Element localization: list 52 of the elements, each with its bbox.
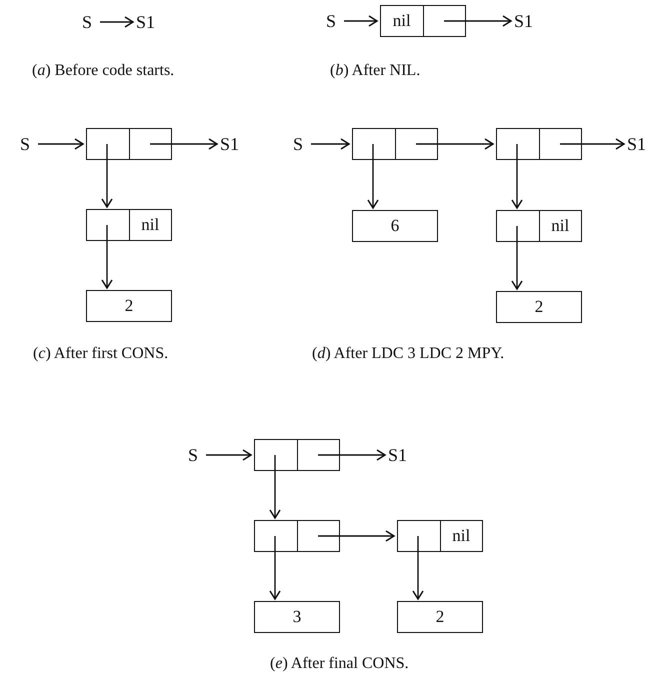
pointer-arrow <box>101 225 113 289</box>
pointer-arrow <box>511 226 523 290</box>
variable-label: S <box>188 439 198 471</box>
cell-value-text: nil <box>141 215 160 235</box>
cell-value-text: nil <box>551 216 570 236</box>
value-box: 2 <box>86 290 172 322</box>
cons-cell <box>496 210 582 242</box>
figure-caption: (b) After NIL. <box>330 62 420 80</box>
cons-cell <box>397 520 483 552</box>
pointer-arrow <box>38 138 84 150</box>
pointer-arrow <box>311 138 350 150</box>
variable-label: S1 <box>220 128 240 160</box>
value-box: 6 <box>352 210 438 242</box>
pointer-arrow <box>206 449 252 461</box>
pointer-arrow <box>560 138 625 150</box>
cons-cell <box>352 128 438 160</box>
variable-label: S1 <box>136 6 156 38</box>
cons-cell <box>380 5 466 37</box>
variable-label: S <box>293 128 304 160</box>
pointer-arrow <box>444 15 512 27</box>
cons-cell <box>254 439 340 471</box>
variable-label: S1 <box>388 439 408 471</box>
figure-caption: (e) After final CONS. <box>270 655 409 673</box>
figure-caption: (a) Before code starts. <box>32 62 174 80</box>
pointer-arrow <box>344 15 378 27</box>
pointer-arrow <box>511 144 523 209</box>
cons-cell <box>86 128 172 160</box>
pointer-arrow <box>269 536 281 600</box>
variable-label: S <box>326 5 336 37</box>
pointer-arrow <box>269 455 281 519</box>
cons-cell <box>496 128 582 160</box>
value-box: 2 <box>397 601 483 633</box>
pointer-arrow <box>416 138 494 150</box>
pointer-arrow <box>101 144 113 208</box>
pointer-arrow <box>412 536 424 600</box>
cell-value-text: nil <box>392 11 411 31</box>
variable-label: S <box>82 6 92 38</box>
value-box: 2 <box>496 291 582 323</box>
value-box: 3 <box>254 601 340 633</box>
pointer-arrow <box>318 449 386 461</box>
cons-cell <box>86 209 172 241</box>
variable-label: S1 <box>514 5 534 37</box>
cons-cell <box>254 520 340 552</box>
pointer-arrow <box>367 144 379 209</box>
cell-value-text: nil <box>452 526 470 546</box>
variable-label: S <box>20 128 30 160</box>
pointer-arrow <box>150 138 218 150</box>
pointer-arrow <box>100 16 134 28</box>
pointer-arrow <box>318 530 395 542</box>
figure-caption: (d) After LDC 3 LDC 2 MPY. <box>312 345 504 363</box>
figure-caption: (c) After first CONS. <box>33 345 168 363</box>
variable-label: S1 <box>627 128 646 160</box>
